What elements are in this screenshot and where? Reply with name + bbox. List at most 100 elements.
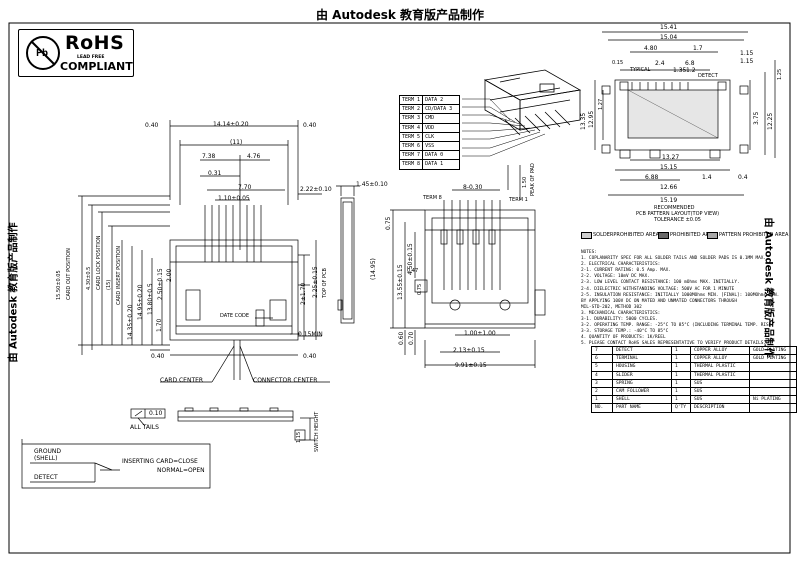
pin-dim-100: 1.00±1.00 (464, 330, 496, 337)
parts-cell-qty: 1 (671, 395, 691, 405)
parts-cell-finish: GOLD PLATING (749, 345, 797, 356)
parts-cell-finish (749, 403, 797, 413)
parts-cell-desc: COPPER ALLOY (690, 345, 750, 356)
dim-015-min: 0.15MIN (298, 331, 323, 338)
terminal-id: TERM 7 (398, 150, 424, 161)
pin-pitch-dim: 8-0.30 (463, 184, 483, 191)
svg-text:Pb: Pb (36, 48, 48, 59)
pcb-dim-1295: 12.95 (588, 110, 595, 128)
terminal-signal: CD/DATA 3 (422, 104, 461, 115)
shell-label: (SHELL) (34, 455, 58, 462)
pcb-dim-375: 3.75 (753, 111, 760, 125)
parts-cell-no: 7 (591, 345, 613, 356)
pcb-dim-14: 1.4 (702, 174, 712, 181)
parts-cell-desc: SUS (690, 395, 750, 405)
parts-cell-desc: DESCRIPTION (690, 403, 750, 413)
pcb-dim-1225: 12.25 (767, 112, 774, 130)
parts-cell-name: PART NAME (612, 403, 672, 413)
parts-cell-desc: SUS (690, 378, 750, 389)
pcb-dim-015: 0.15 (612, 60, 624, 66)
note-line: 2-1. CURRENT RATING: 0.5 Amp. MAX. (581, 268, 671, 274)
front-width-dim: 14.14±0.20 (213, 121, 249, 128)
parts-cell-finish: Ni PLATING (749, 395, 797, 405)
parts-cell-no: 2 (591, 387, 613, 397)
parts-cell-qty: 1 (671, 345, 691, 356)
pcb-dim-125: 1.25 (777, 68, 783, 80)
detect-label: DETECT (34, 474, 58, 481)
parts-cell-name: SHELL (612, 395, 672, 405)
note-line: 2-2. VOLTAGE: 10mV DC MAX. (581, 274, 650, 280)
note-line: 4. QUANTITY OF PRODUCTS: 1K/REEL (581, 335, 666, 341)
normal-open-label: NORMAL=OPEN (157, 467, 205, 474)
parts-cell-qty: Q'TY (671, 403, 691, 413)
parts-cell-qty: 1 (671, 362, 691, 372)
terminal-id: TERM 6 (398, 141, 424, 152)
note-line: 3-2. OPERATING TEMP. RANGE: -25°C TO 85°… (581, 323, 774, 329)
parts-cell-finish (749, 378, 797, 389)
pin-dim-047: 0.47 (407, 268, 419, 274)
front-dim-476: 4.76 (247, 153, 261, 160)
rohs-lead-free: LEAD FREE (77, 55, 105, 60)
front-bottom-margin: 0.40 (151, 353, 165, 360)
terminal-id: TERM 1 (398, 94, 424, 106)
pin-dim-213: 2.13±0.15 (453, 347, 485, 354)
pcb-dim-127: 1.27 (598, 98, 604, 110)
note-line: 5. PLEASE CONTACT RoHS SALES REPRESENTAT… (581, 341, 767, 347)
parts-cell-no: 5 (591, 362, 613, 372)
terminal-id: TERM 4 (398, 122, 424, 133)
pcb-dim-1515: 15.15 (660, 164, 678, 171)
terminal-signal: DATA 0 (422, 150, 461, 161)
parts-cell-desc: THERMAL PLASTIC (690, 362, 750, 372)
term8-label: TERM 8 (423, 195, 442, 201)
side-thickness-dim: 1.45±0.10 (356, 181, 388, 188)
pcb-dim-1519: 15.19 (660, 197, 678, 204)
date-code-label: DATE CODE (220, 313, 250, 319)
terminal-id: TERM 5 (398, 131, 424, 143)
front-ref-dim: (11) (230, 139, 243, 146)
note-line: MIL-STD-202, METHOD 302 (581, 304, 642, 310)
parts-cell-name: CAM FOLLOWER (612, 387, 672, 397)
front-dim-738: 7.38 (202, 153, 216, 160)
pcb-dim-1541: 15.41 (660, 24, 678, 31)
parts-cell-no: NO. (591, 403, 613, 413)
drawing-notes: NOTES:1. COPLANARITY SPEC FOR ALL SOLDER… (581, 250, 779, 348)
note-line: 2-5. INSULATION RESISTANCE: INITIALLY 10… (581, 292, 780, 298)
legend-pattern-label: PATTERN PROHIBITED AREA (719, 232, 789, 238)
note-line: BY APPLYING 100V DC ON MATED AND UNMATED… (581, 298, 737, 304)
parts-cell-finish: GOLD PLATING (749, 354, 797, 364)
legend-swatch-prohibited (658, 232, 669, 239)
pcb-dim-115: 1.15 (740, 50, 754, 57)
parts-cell-desc: SUS (690, 387, 750, 397)
terminal-id: TERM 3 (398, 113, 424, 124)
parts-cell-finish (749, 362, 797, 372)
parts-cell-no: 1 (591, 395, 613, 405)
pin-dim-991: 9.91±0.15 (455, 362, 487, 369)
parts-cell-name: HOUSING (612, 362, 672, 372)
note-line: 1. COPLANARITY SPEC FOR ALL SOLDER TAILS… (581, 256, 767, 262)
flatness-value: 0.10 (149, 410, 163, 417)
parts-cell-no: 6 (591, 354, 613, 364)
note-line: 3-1. DURABILITY: 5000 CYCLES. (581, 317, 658, 323)
legend-swatch-pattern (707, 232, 718, 239)
pcb-dim-1504: 15.04 (660, 34, 678, 41)
connector-center-label: CONNECTOR CENTER (253, 377, 318, 384)
front-dim-770: 7.70 (238, 184, 252, 191)
legend-solder-label: SOLDERPROHIBITED AREA (593, 232, 660, 238)
